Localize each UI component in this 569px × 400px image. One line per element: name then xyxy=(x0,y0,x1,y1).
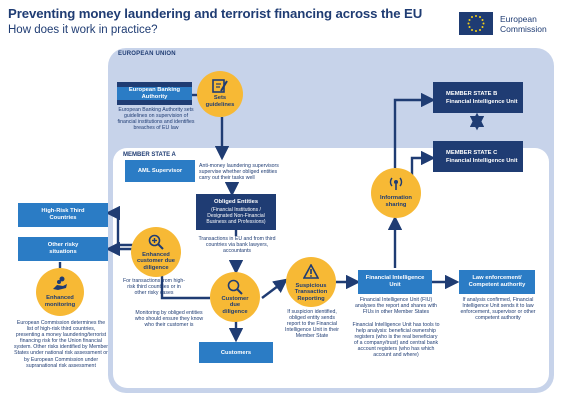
page-subtitle: How does it work in practice? xyxy=(8,24,158,36)
information-sharing-circle: Information sharing xyxy=(371,168,421,218)
customer-dd-description: Monitoring by obliged entities who shoul… xyxy=(134,310,204,329)
enhanced-cdd-circle: Enhanced customer due diligence xyxy=(131,227,181,277)
pencil-note-icon xyxy=(212,79,228,93)
eba-box: European Banking Authority xyxy=(117,82,192,105)
broadcast-icon xyxy=(389,177,403,190)
commission-logo xyxy=(459,10,561,38)
eu-flag-icon xyxy=(459,10,497,37)
fiu-a-description-1: Financial Intelligence Unit (FIU) analys… xyxy=(355,297,437,316)
enhanced-monitoring-circle: Enhanced monitoring xyxy=(36,268,84,316)
obliged-entities-box: Obliged Entities (Financial Institutions… xyxy=(196,194,276,230)
eu-region-label: EUROPEAN UNION xyxy=(118,51,176,57)
str-description: If suspicion identified, obliged entity … xyxy=(285,309,339,340)
page-title: Preventing money laundering and terroris… xyxy=(8,6,423,21)
magnifier-icon xyxy=(227,279,243,295)
warning-triangle-icon xyxy=(303,264,319,279)
enhanced-monitoring-description: European Commission determines the list … xyxy=(14,320,108,369)
member-state-c-box: MEMBER STATE C Financial Intelligence Un… xyxy=(433,141,523,172)
customer-dd-circle: Customer due diligence xyxy=(210,272,260,322)
law-enforcement-box: Law enforcement/ Competent authority xyxy=(459,270,535,294)
commission-logo-text: European Commission xyxy=(500,14,547,34)
high-risk-third-countries-box: High-Risk Third Countries xyxy=(18,203,108,227)
member-state-b-box: MEMBER STATE B Financial Intelligence Un… xyxy=(433,82,523,113)
str-circle: Suspicious Transaction Reporting xyxy=(286,257,336,307)
sets-guidelines-circle: Sets guidelines xyxy=(197,71,243,117)
customers-box: Customers xyxy=(199,342,273,363)
hand-coins-icon xyxy=(53,276,67,290)
fiu-a-box: Financial Intelligence Unit xyxy=(358,270,432,294)
other-risky-situations-box: Other risky situations xyxy=(18,237,108,261)
transactions-description: Transactions in EU and from third countr… xyxy=(198,236,276,255)
law-enforcement-description: If analysis confirmed, Financial Intelli… xyxy=(460,297,536,322)
member-state-a-label: MEMBER STATE A xyxy=(123,152,176,158)
aml-supervisor-box: AML Supervisor xyxy=(125,160,195,182)
enhanced-cdd-description: For transactions from high-risk third co… xyxy=(123,278,185,297)
aml-supervisor-description: Anti-money laundering supervisors superv… xyxy=(199,163,279,182)
eba-description: European Banking Authority sets guidelin… xyxy=(117,107,195,132)
fiu-a-description-2: Financial Intelligence Unit has tools to… xyxy=(352,322,440,359)
magnifier-plus-icon xyxy=(148,234,164,250)
